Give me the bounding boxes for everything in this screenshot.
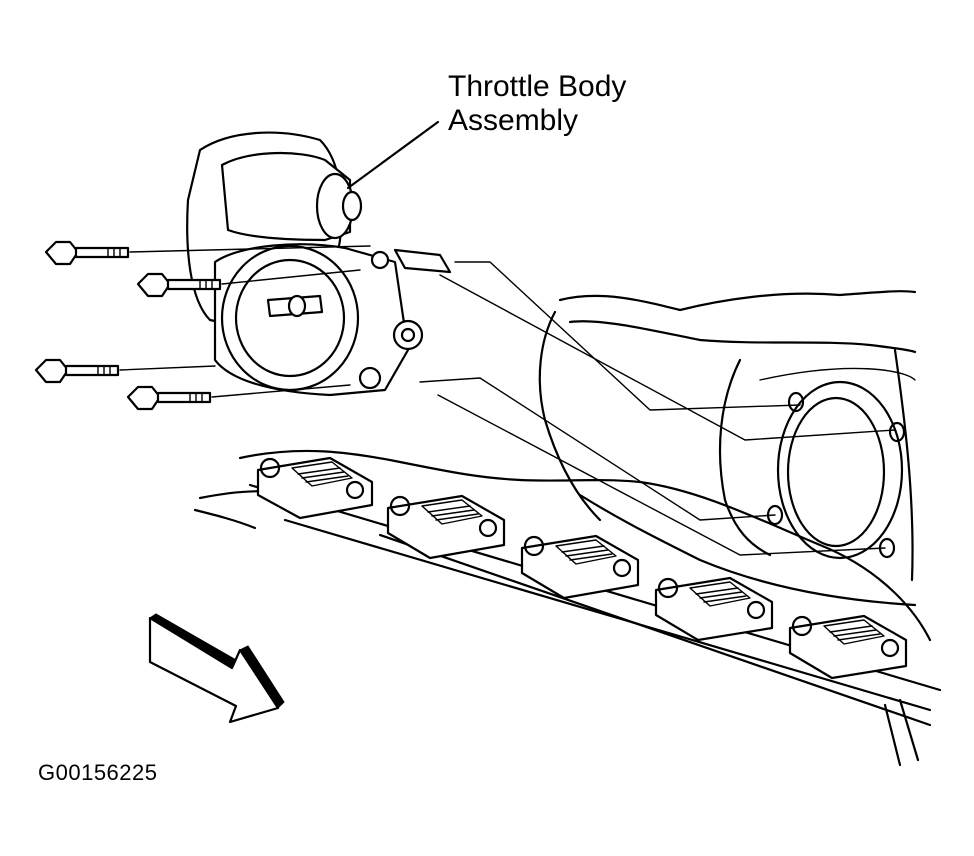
- coil-pack-4: [654, 576, 774, 642]
- bolt-1: [44, 240, 371, 266]
- front-direction-arrow-icon: [148, 613, 285, 724]
- bolt-2: [136, 269, 361, 298]
- callout-line-1: Throttle Body: [448, 70, 627, 103]
- throttle-body-bolts: [34, 240, 371, 411]
- throttle-body-callout-label: Throttle Body Assembly: [448, 70, 626, 138]
- bolt-4: [126, 384, 351, 411]
- coil-pack-1: [256, 456, 374, 520]
- callout-leader-line: [346, 120, 440, 190]
- bolt-3: [34, 358, 216, 384]
- throttle-body-assembly: [186, 131, 452, 397]
- figure-id: G00156225: [38, 760, 158, 785]
- intake-manifold: [538, 290, 917, 607]
- callout-line-2: Assembly: [448, 104, 579, 137]
- coil-pack-3: [520, 534, 640, 600]
- coil-pack-2: [386, 494, 506, 560]
- coil-pack-5: [788, 614, 908, 680]
- fuel-rail-and-coils: [193, 449, 942, 767]
- alignment-lines: [419, 261, 896, 556]
